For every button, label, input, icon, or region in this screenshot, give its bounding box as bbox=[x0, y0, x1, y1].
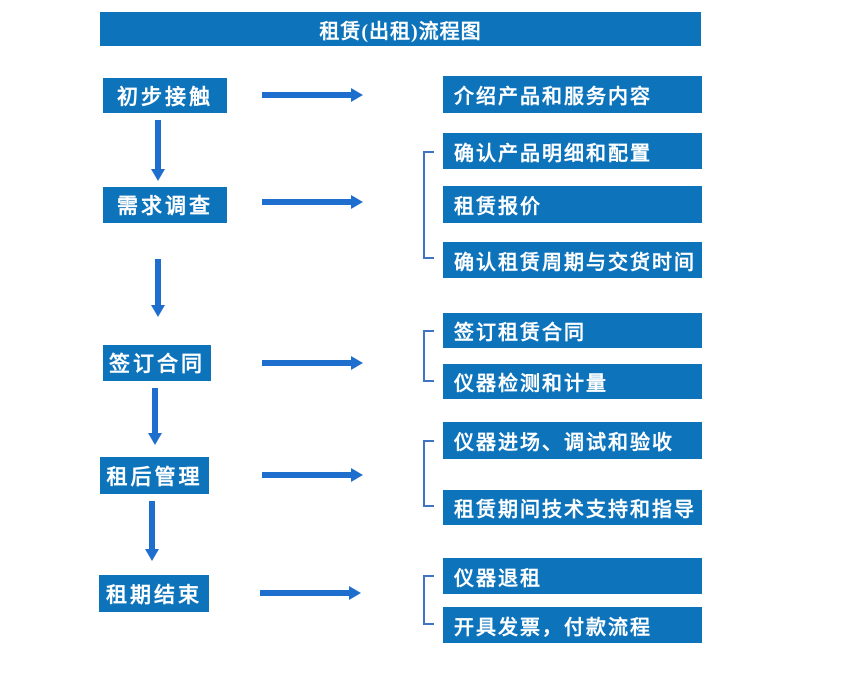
detail-box-instrument-setup-acceptance: 仪器进场、调试和验收 bbox=[443, 422, 702, 459]
detail-box-introduce-products: 介绍产品和服务内容 bbox=[443, 76, 702, 113]
arrow-shaft bbox=[262, 199, 352, 205]
right-arrow-icon bbox=[260, 586, 361, 600]
arrow-shaft bbox=[152, 388, 158, 434]
right-arrow-icon bbox=[262, 356, 363, 370]
down-arrow-icon bbox=[151, 120, 165, 181]
detail-box-invoice-payment: 开具发票，付款流程 bbox=[443, 607, 702, 643]
arrow-shaft bbox=[262, 360, 352, 366]
arrow-head bbox=[351, 356, 363, 370]
arrow-head bbox=[349, 586, 361, 600]
arrow-shaft bbox=[155, 259, 161, 306]
step-box-rental-end: 租期结束 bbox=[99, 575, 209, 612]
detail-box-sign-rental-contract: 签订租赁合同 bbox=[443, 313, 702, 348]
arrow-head bbox=[145, 549, 159, 561]
arrow-head bbox=[148, 433, 162, 445]
step-box-demand-survey: 需求调查 bbox=[103, 187, 227, 223]
step-box-sign-contract: 签订合同 bbox=[103, 345, 211, 381]
right-arrow-icon bbox=[262, 468, 363, 482]
down-arrow-icon bbox=[145, 501, 159, 561]
group-bracket bbox=[423, 151, 434, 259]
right-arrow-icon bbox=[262, 195, 363, 209]
down-arrow-icon bbox=[151, 259, 165, 317]
arrow-shaft bbox=[149, 501, 155, 550]
arrow-head bbox=[351, 88, 363, 102]
detail-box-instrument-return: 仪器退租 bbox=[443, 558, 702, 594]
arrow-head bbox=[351, 468, 363, 482]
arrow-head bbox=[151, 169, 165, 181]
detail-box-rental-quote: 租赁报价 bbox=[443, 186, 702, 223]
flowchart-title: 租赁(出租)流程图 bbox=[100, 12, 701, 46]
detail-box-confirm-period-delivery: 确认租赁周期与交货时间 bbox=[443, 242, 702, 278]
arrow-shaft bbox=[262, 472, 352, 478]
arrow-shaft bbox=[155, 120, 161, 170]
step-box-post-rental-management: 租后管理 bbox=[100, 457, 209, 494]
down-arrow-icon bbox=[148, 388, 162, 445]
arrow-head bbox=[351, 195, 363, 209]
arrow-shaft bbox=[262, 92, 352, 98]
group-bracket bbox=[423, 330, 434, 382]
group-bracket bbox=[423, 440, 434, 507]
right-arrow-icon bbox=[262, 88, 363, 102]
arrow-shaft bbox=[260, 590, 350, 596]
detail-box-tech-support: 租赁期间技术支持和指导 bbox=[443, 490, 702, 525]
detail-box-instrument-inspection: 仪器检测和计量 bbox=[443, 364, 702, 399]
group-bracket bbox=[423, 575, 434, 625]
arrow-head bbox=[151, 305, 165, 317]
detail-box-confirm-product-config: 确认产品明细和配置 bbox=[443, 133, 702, 169]
step-box-initial-contact: 初步接触 bbox=[103, 78, 227, 113]
